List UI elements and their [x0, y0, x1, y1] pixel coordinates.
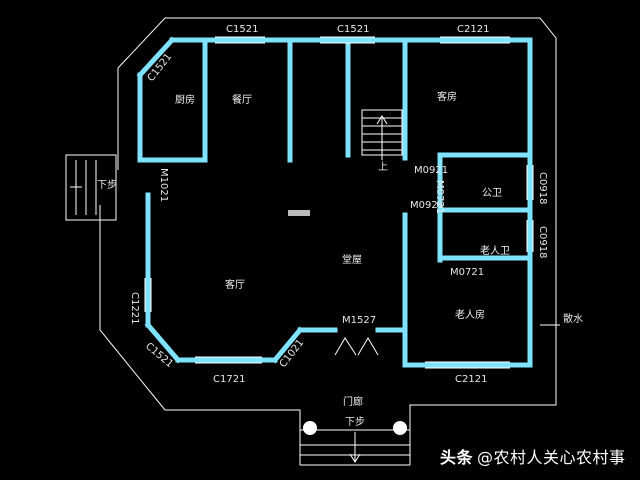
- label-window-corner-bl: C1521: [143, 341, 175, 370]
- label-steps-bottom: 下步: [345, 416, 365, 428]
- label-door-m0721-a: M0721: [434, 180, 445, 214]
- central-column: [288, 210, 310, 216]
- watermark-text: @农村人关心农村事: [477, 448, 626, 467]
- label-door-m0721-b: M0721: [450, 267, 484, 278]
- room-elder-wc: 老人卫: [480, 244, 510, 257]
- label-door-main: M1527: [342, 315, 376, 326]
- label-window-bottom-right: C2121: [455, 374, 487, 385]
- outer-boundary: [99, 17, 557, 466]
- room-dining: 餐厅: [232, 93, 252, 106]
- room-hall: 堂屋: [342, 254, 362, 266]
- label-drain: 散水: [563, 312, 583, 325]
- main-door: [334, 337, 379, 356]
- label-steps-left: 下步: [97, 179, 117, 191]
- walls: [136, 36, 533, 368]
- label-window-top-2: C1521: [337, 24, 369, 35]
- watermark: 头条@农村人关心农村事: [440, 444, 626, 468]
- room-kitchen: 厨房: [175, 93, 195, 106]
- label-window-left: C1221: [129, 292, 140, 324]
- label-window-bottom: C1721: [213, 374, 245, 385]
- left-steps: [65, 154, 117, 221]
- label-window-top-3: C2121: [457, 24, 489, 35]
- window-marks: [144, 36, 534, 369]
- label-stairs-up: 上: [378, 161, 388, 173]
- label-window-top-1: C1521: [226, 24, 258, 35]
- stairs: [361, 109, 403, 160]
- label-window-right-2: C0918: [537, 226, 548, 258]
- label-window-right-1: C0918: [537, 172, 548, 204]
- room-guest: 客房: [437, 90, 457, 103]
- label-door-left: M1021: [158, 168, 169, 202]
- room-living: 客厅: [225, 278, 245, 291]
- room-porch: 门廊: [343, 395, 363, 408]
- label-door-m0921-a: M0921: [414, 165, 448, 176]
- watermark-logo: 头条: [440, 448, 474, 467]
- label-door-m0921-b: M0921: [410, 200, 444, 211]
- porch-steps: [303, 421, 407, 463]
- room-elder: 老人房: [455, 308, 485, 321]
- room-public-wc: 公卫: [482, 188, 502, 199]
